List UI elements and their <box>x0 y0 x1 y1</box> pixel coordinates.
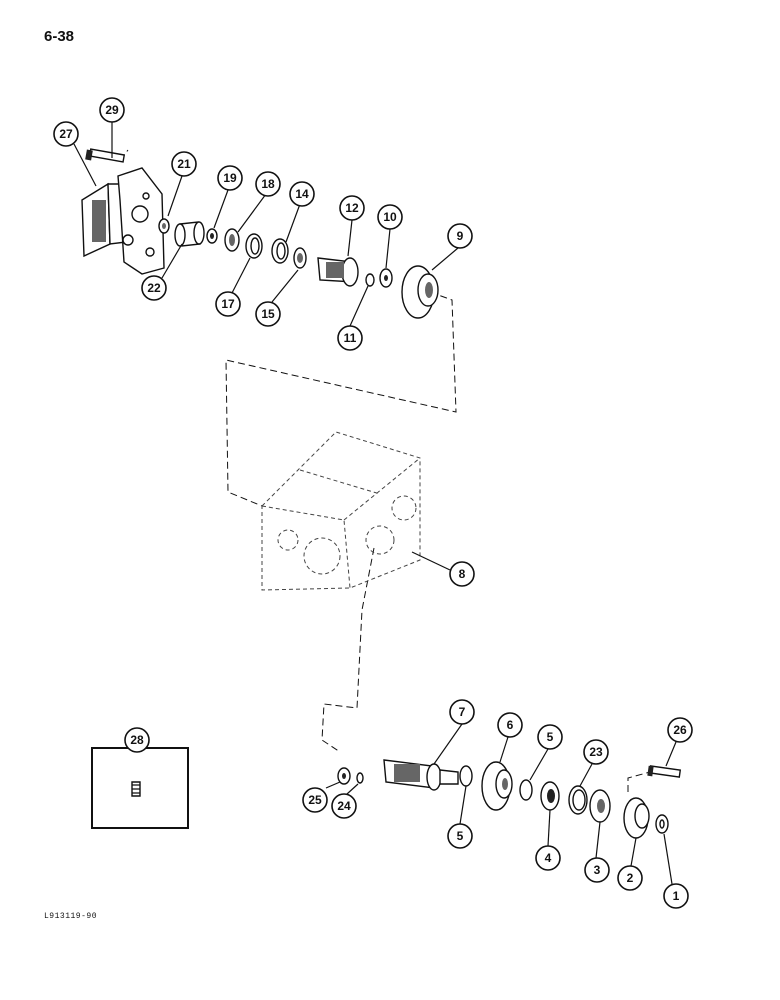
callout-29: 29 <box>99 97 125 123</box>
gear-part-9 <box>401 265 439 319</box>
callout-17: 17 <box>215 291 241 317</box>
svg-text:25: 25 <box>308 793 322 807</box>
gear-part-2 <box>623 797 650 839</box>
callout-28: 28 <box>124 727 150 753</box>
figure-code: L913119-90 <box>44 912 98 921</box>
svg-text:5: 5 <box>547 730 554 744</box>
shaft-part-12 <box>317 257 359 287</box>
callout-10: 10 <box>377 204 403 230</box>
retainer-part-3 <box>589 789 611 823</box>
assembly-dash-lines <box>119 149 651 792</box>
callout-4: 4 <box>535 845 561 871</box>
svg-text:4: 4 <box>545 851 552 865</box>
svg-text:7: 7 <box>459 705 466 719</box>
callout-5-upper: 5 <box>537 724 563 750</box>
washer-part-1 <box>655 814 669 834</box>
bearing-part-4 <box>540 781 560 811</box>
svg-text:5: 5 <box>457 829 464 843</box>
svg-text:27: 27 <box>59 127 73 141</box>
ring-part-19 <box>206 228 218 244</box>
svg-text:26: 26 <box>673 723 687 737</box>
svg-text:14: 14 <box>295 187 309 201</box>
nut-part-25 <box>337 767 351 785</box>
callout-2: 2 <box>617 865 643 891</box>
callout-27: 27 <box>53 121 79 147</box>
seal-part-21 <box>158 218 170 234</box>
cup-part-14 <box>271 238 289 264</box>
cup-part-17 <box>245 233 263 259</box>
svg-text:11: 11 <box>344 331 357 345</box>
svg-text:21: 21 <box>177 157 191 171</box>
svg-text:24: 24 <box>337 799 351 813</box>
callout-25: 25 <box>302 787 328 813</box>
snap-ring-part-5-left <box>459 765 473 787</box>
bearing-part-15 <box>293 247 307 269</box>
callout-1: 1 <box>663 883 689 909</box>
svg-text:18: 18 <box>261 177 275 191</box>
callout-6: 6 <box>497 712 523 738</box>
nut-part-10 <box>379 268 393 288</box>
washer-part-11 <box>365 273 375 287</box>
ring-part-23 <box>568 785 588 815</box>
inset-part-28 <box>91 747 189 829</box>
svg-text:3: 3 <box>594 863 601 877</box>
snap-ring-part-5-right <box>519 779 533 801</box>
callout-24: 24 <box>331 793 357 819</box>
svg-text:29: 29 <box>105 103 119 117</box>
callout-26: 26 <box>667 717 693 743</box>
callout-7: 7 <box>449 699 475 725</box>
bolt-part-26 <box>647 765 682 778</box>
callout-21: 21 <box>171 151 197 177</box>
callout-3: 3 <box>584 857 610 883</box>
pump-housing-part-27 <box>81 167 165 275</box>
svg-text:8: 8 <box>459 567 466 581</box>
svg-text:23: 23 <box>589 745 603 759</box>
washer-part-24 <box>356 772 364 784</box>
callout-14: 14 <box>289 181 315 207</box>
callout-9: 9 <box>447 223 473 249</box>
svg-text:22: 22 <box>147 281 161 295</box>
svg-text:1: 1 <box>673 889 680 903</box>
callout-11: 11 <box>337 325 363 351</box>
callout-22: 22 <box>141 275 167 301</box>
bolt-part-29 <box>85 148 126 163</box>
callout-23: 23 <box>583 739 609 765</box>
svg-text:6: 6 <box>507 718 514 732</box>
svg-text:10: 10 <box>383 210 397 224</box>
bushing-part-22 <box>174 221 205 247</box>
callout-5-lower: 5 <box>447 823 473 849</box>
svg-text:15: 15 <box>261 307 275 321</box>
svg-text:9: 9 <box>457 229 464 243</box>
transmission-case-part-8 <box>261 431 421 591</box>
callout-15: 15 <box>255 301 281 327</box>
gear-part-6 <box>481 761 513 811</box>
leader-lines <box>73 122 677 885</box>
page-number: 6-38 <box>44 28 75 45</box>
svg-text:19: 19 <box>223 171 237 185</box>
callout-8: 8 <box>449 561 475 587</box>
shaft-part-7 <box>383 759 459 791</box>
callout-12: 12 <box>339 195 365 221</box>
svg-text:12: 12 <box>345 201 359 215</box>
callout-19: 19 <box>217 165 243 191</box>
bearing-part-18 <box>224 228 240 252</box>
callout-18: 18 <box>255 171 281 197</box>
svg-text:2: 2 <box>627 871 634 885</box>
svg-text:17: 17 <box>221 297 235 311</box>
svg-text:28: 28 <box>130 733 144 747</box>
